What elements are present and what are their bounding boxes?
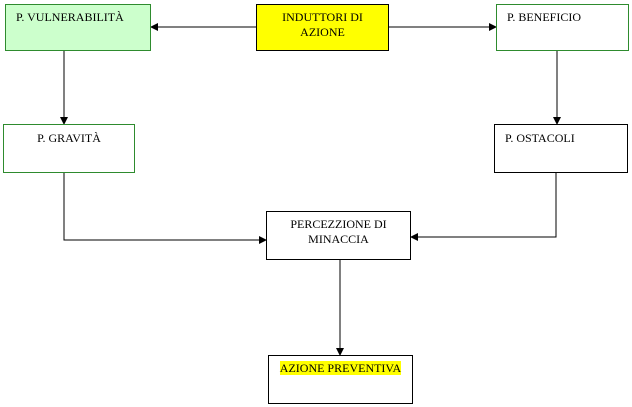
node-beneficio: P. BENEFICIO (496, 4, 629, 51)
node-azione-label: AZIONE PREVENTIVA (273, 361, 408, 376)
node-percezione: PERCEZZIONE DI MINACCIA (266, 211, 411, 260)
node-beneficio-label: P. BENEFICIO (507, 10, 582, 24)
node-vulnerabilita: P. VULNERABILITÀ (5, 4, 151, 51)
node-azione-highlight: AZIONE PREVENTIVA (279, 361, 402, 375)
node-azione: AZIONE PREVENTIVA (268, 355, 413, 404)
arrow-gravita-to-percezione (63, 168, 267, 244)
node-induttori: INDUTTORI DI AZIONE (256, 4, 389, 51)
node-ostacoli-label: P. OSTACOLI (505, 131, 575, 145)
arrow-ostacoli-to-percezione (410, 168, 557, 241)
node-vulnerabilita-label: P. VULNERABILITÀ (16, 10, 124, 24)
node-gravita: P. GRAVITÀ (3, 124, 135, 173)
node-ostacoli: P. OSTACOLI (494, 124, 628, 173)
node-gravita-label: P. GRAVITÀ (37, 131, 101, 145)
node-induttori-label: INDUTTORI DI AZIONE (282, 10, 363, 39)
node-percezione-label: PERCEZZIONE DI MINACCIA (290, 217, 387, 246)
